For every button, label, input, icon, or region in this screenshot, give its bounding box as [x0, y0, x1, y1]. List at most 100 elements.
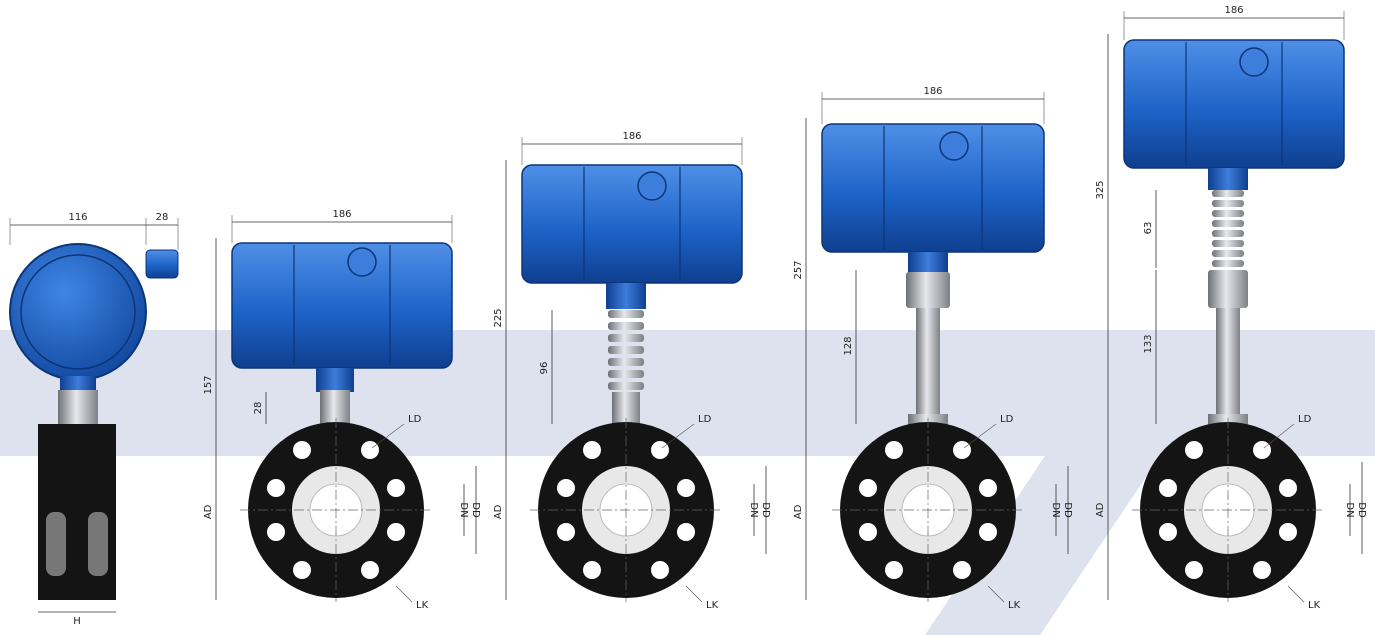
flange-5-bolts [1159, 441, 1297, 579]
bolt-hole [583, 441, 601, 459]
fin [608, 322, 644, 330]
bolt-hole [1185, 441, 1203, 459]
side-bolt-2 [88, 512, 108, 576]
bolt-hole [1279, 523, 1297, 541]
stem-5 [1216, 308, 1240, 418]
dim-dd-v5: DD [1356, 502, 1367, 518]
terminal-cap-4 [939, 131, 969, 161]
dim-96: 96 [539, 362, 550, 375]
bolt-hole [885, 441, 903, 459]
bolt-hole [677, 523, 695, 541]
lk-leader-2 [395, 585, 413, 603]
flange-3-bolts [557, 441, 695, 579]
bolt-hole [1159, 523, 1177, 541]
flange-2-bolts [267, 441, 405, 579]
dim-128: 128 [843, 336, 854, 355]
fin [608, 334, 644, 342]
fin [608, 382, 644, 390]
terminal-cap-5 [1239, 47, 1269, 77]
bolt-hole [361, 441, 379, 459]
side-cover-ring [20, 254, 136, 370]
dim-186-v4: 186 [923, 86, 942, 97]
bolt-hole [293, 441, 311, 459]
dim-116: 116 [68, 212, 87, 223]
fin [1212, 250, 1244, 257]
bolt-hole [293, 561, 311, 579]
lk-leader-5 [1287, 585, 1305, 603]
dim-dd-v3: DD [760, 502, 771, 518]
side-cover [9, 243, 147, 381]
fin [608, 310, 644, 318]
dim-h: H [73, 616, 81, 627]
bolt-hole [953, 441, 971, 459]
lk-leader-4 [987, 585, 1005, 603]
bolt-hole [885, 561, 903, 579]
label-lk-v5: LK [1308, 600, 1321, 611]
cooling-fins-5 [1212, 190, 1244, 267]
dim-dn-v5: DN [1344, 502, 1355, 517]
ld-leader-2 [371, 423, 405, 449]
band-stripe [0, 330, 1375, 456]
fin [1212, 190, 1244, 197]
bolt-hole [677, 479, 695, 497]
bolt-hole [387, 479, 405, 497]
bolt-hole [557, 523, 575, 541]
housing-5 [1123, 39, 1345, 169]
dim-dn-v4: DN [1050, 502, 1061, 517]
collar-4 [906, 272, 950, 308]
bolt-hole [1253, 561, 1271, 579]
bolt-hole [979, 479, 997, 497]
collar-5 [1208, 270, 1248, 308]
dim-dd-v4: DD [1062, 502, 1073, 518]
bolt-hole [651, 561, 669, 579]
dim-186-v3: 186 [622, 131, 641, 142]
ld-leader-4 [963, 423, 997, 449]
meter-view-3: 186 225 96 AD LD LK DN DD [493, 131, 771, 611]
housing-3 [521, 164, 743, 284]
fin [608, 358, 644, 366]
fin [1212, 200, 1244, 207]
fin [1212, 220, 1244, 227]
bolt-hole [979, 523, 997, 541]
side-bolt-1 [46, 512, 66, 576]
flange-4-bolts [859, 441, 997, 579]
terminal-cap-2 [347, 247, 377, 277]
bolt-hole [953, 561, 971, 579]
label-ld-v4: LD [1000, 414, 1014, 425]
bolt-hole [651, 441, 669, 459]
side-view: 116 28 H [9, 212, 179, 627]
ld-leader-5 [1263, 423, 1295, 449]
meter-view-5: 186 325 63 133 AD LD LK DN DD [1095, 5, 1367, 611]
label-lk-v4: LK [1008, 600, 1021, 611]
meter-view-4: 186 257 128 AD LD LK DN DD [793, 86, 1073, 611]
dim-ad-v4: AD [793, 504, 804, 519]
lk-leader-3 [685, 585, 703, 603]
dim-dd-v2: DD [470, 502, 481, 518]
dim-133: 133 [1143, 334, 1154, 353]
meter-view-2: 186 157 28 AD LD LK DN DD [203, 209, 481, 611]
label-ld-v3: LD [698, 414, 712, 425]
dim-dn-v2: DN [458, 502, 469, 517]
housing-2 [231, 242, 453, 369]
cooling-fins-3 [608, 310, 644, 390]
bolt-hole [387, 523, 405, 541]
bolt-hole [361, 561, 379, 579]
band-diagonal [925, 456, 1160, 635]
neck-2 [316, 368, 354, 392]
bolt-hole [267, 479, 285, 497]
neck-5 [1208, 168, 1248, 190]
bolt-hole [1185, 561, 1203, 579]
neck-3 [606, 283, 646, 309]
dim-28-v2: 28 [253, 402, 264, 415]
bolt-hole [1253, 441, 1271, 459]
bolt-hole [267, 523, 285, 541]
stem-4 [916, 308, 940, 418]
dim-186-v2: 186 [332, 209, 351, 220]
label-lk-v3: LK [706, 600, 719, 611]
terminal-cap-3 [637, 171, 667, 201]
fin [1212, 260, 1244, 267]
side-gland [145, 249, 179, 279]
bolt-hole [859, 523, 877, 541]
dim-dn-v3: DN [748, 502, 759, 517]
